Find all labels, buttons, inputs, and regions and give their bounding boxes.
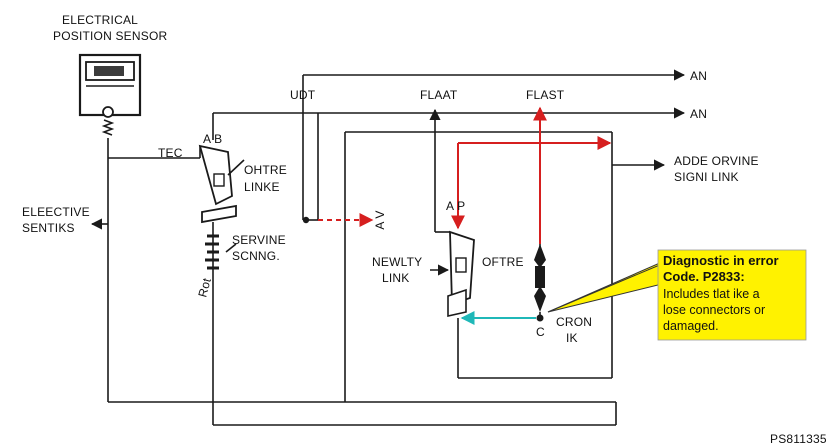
- av-label: A V: [373, 210, 387, 229]
- ohtre-switch: [198, 144, 245, 270]
- callout-body-1: Includes tlat ike a: [663, 287, 760, 301]
- diagnostic-callout: Diagnostic in error Code. P2833: Include…: [547, 249, 807, 341]
- flast-label: FLAST: [526, 88, 565, 102]
- adde-label-2: SIGNI LINK: [674, 170, 739, 184]
- oftre-label: OFTRE: [482, 255, 524, 269]
- udt-label: UDT: [290, 88, 316, 102]
- newlty-label-1: NEWLTY: [372, 255, 422, 269]
- c-label: C: [536, 325, 545, 339]
- cron-label-2: IK: [566, 331, 578, 345]
- black-wiring: [90, 69, 686, 426]
- servine-label-1: SERVINE: [232, 233, 286, 247]
- callout-title-2: Code. P2833:: [663, 269, 745, 284]
- cron-label-1: CRON: [556, 315, 592, 329]
- ohtre-label-1: OHTRE: [244, 163, 287, 177]
- connector-c: [534, 244, 546, 322]
- elective-label-1: ELEECTIVE: [22, 205, 90, 219]
- an-label-1: AN: [690, 69, 707, 83]
- ab-label: A B: [203, 132, 222, 146]
- newlty-switch: [430, 230, 475, 317]
- sensor-label-2: POSITION SENSOR: [53, 29, 167, 43]
- red-signal: [318, 106, 612, 244]
- callout-body-2: lose connectors or: [663, 303, 765, 317]
- ohtre-label-2: LINKE: [244, 180, 280, 194]
- newlty-label-2: LINK: [382, 271, 409, 285]
- an-label-2: AN: [690, 107, 707, 121]
- ap-label: A P: [446, 199, 465, 213]
- rot-label: Rot: [195, 276, 214, 299]
- callout-title-1: Diagnostic in error: [663, 253, 779, 268]
- sensor-label-1: ELECTRICAL: [62, 13, 138, 27]
- diagram-labels: ELECTRICAL POSITION SENSOR TEC A B OHTRE…: [22, 13, 827, 446]
- position-sensor: [78, 53, 142, 158]
- servine-label-2: SCNNG.: [232, 249, 280, 263]
- adde-label-1: ADDE ORVINE: [674, 154, 759, 168]
- elective-label-2: SENTIKS: [22, 221, 75, 235]
- flaat-label: FLAAT: [420, 88, 458, 102]
- callout-body-3: damaged.: [663, 319, 719, 333]
- tec-label: TEC: [158, 146, 183, 160]
- part-number: PS811335: [770, 432, 827, 446]
